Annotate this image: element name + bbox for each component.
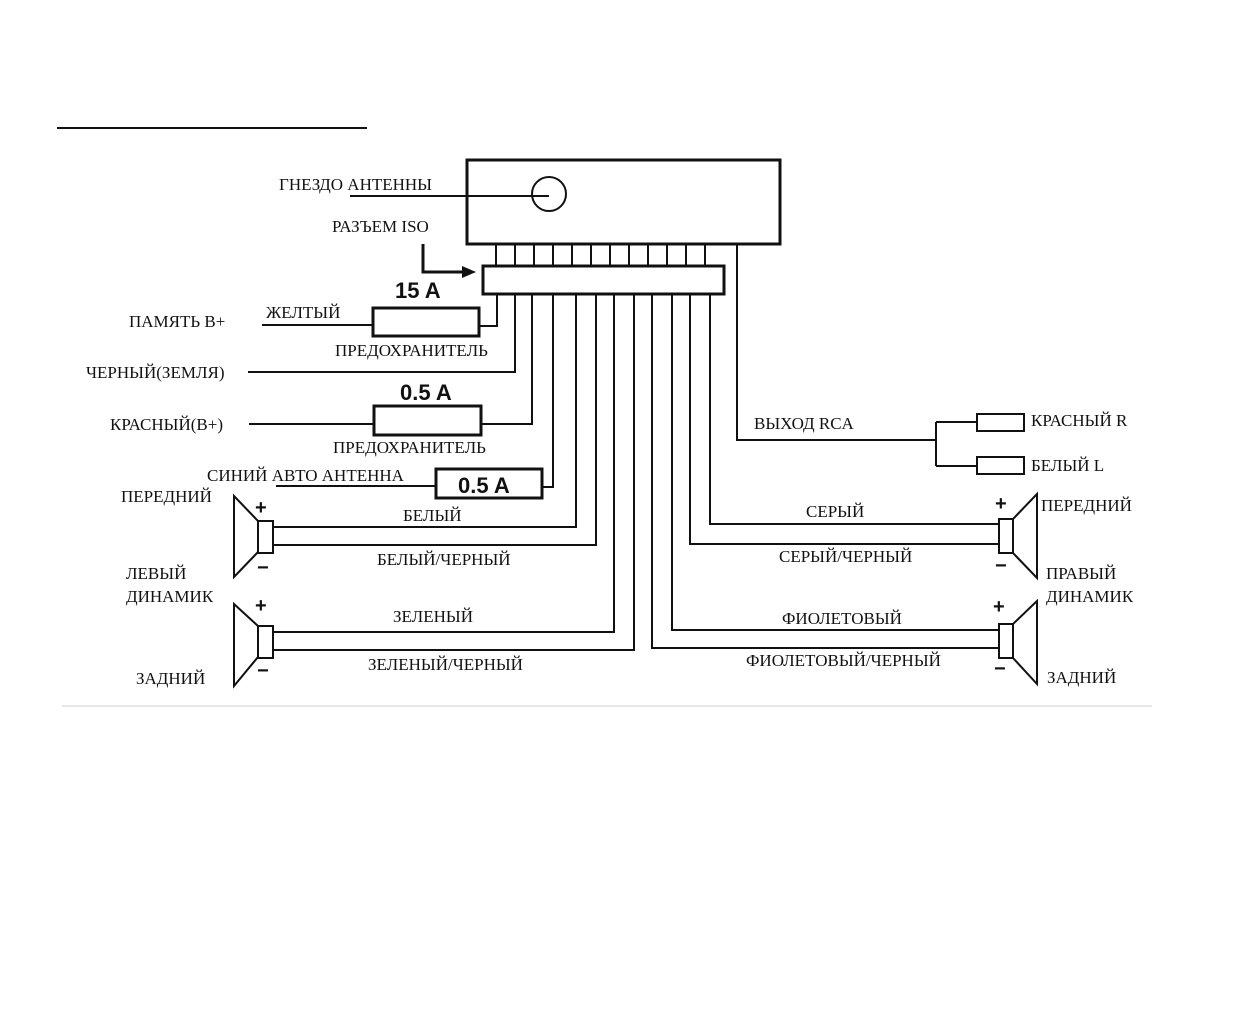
rca-white-label: БЕЛЫЙ L	[1031, 456, 1104, 475]
head-unit	[465, 158, 782, 246]
fuse-05a-blue-label: 0.5 A	[458, 473, 510, 498]
wire-white	[273, 294, 577, 528]
rear-right-minus: −	[994, 658, 1006, 680]
rear-right-label: ЗАДНИЙ	[1047, 668, 1116, 687]
memory-b-label: ПАМЯТЬ В+	[129, 312, 225, 331]
wire-violet-black	[651, 294, 999, 649]
fuse-word-2: ПРЕДОХРАНИТЕЛЬ	[333, 438, 486, 457]
front-right-plus: +	[995, 493, 1007, 515]
wire-green	[273, 294, 615, 633]
fuse-05a-blue	[434, 467, 544, 500]
violet-black-label: ФИОЛЕТОВЫЙ/ЧЕРНЫЙ	[746, 651, 941, 670]
right-speaker-label-1: ПРАВЫЙ	[1046, 564, 1116, 583]
gray-black-label: СЕРЫЙ/ЧЕРНЫЙ	[779, 547, 912, 566]
rca-split	[935, 421, 977, 467]
speaker-front-left-icon	[233, 493, 274, 580]
front-left-plus: +	[255, 497, 267, 519]
front-right-minus: −	[995, 555, 1007, 577]
fuse-05a-red-label: 0.5 A	[400, 380, 452, 405]
fuse-word-1: ПРЕДОХРАНИТЕЛЬ	[335, 341, 488, 360]
right-speaker-label-2: ДИНАМИК	[1046, 587, 1134, 606]
rca-white-plug	[976, 456, 1025, 475]
rear-left-minus: −	[257, 660, 269, 682]
white-label: БЕЛЫЙ	[403, 506, 462, 525]
iso-connector	[481, 264, 726, 296]
wire-gray	[709, 294, 999, 525]
speaker-rear-left-icon	[233, 601, 274, 689]
rear-right-plus: +	[993, 596, 1005, 618]
antenna-jack-icon	[531, 176, 567, 212]
green-black-label: ЗЕЛЕНЫЙ/ЧЕРНЫЙ	[368, 655, 523, 674]
violet-label: ФИОЛЕТОВЫЙ	[782, 609, 902, 628]
yellow-label: ЖЕЛТЫЙ	[266, 303, 340, 322]
wire-white-black	[273, 294, 597, 546]
rca-red-label: КРАСНЫЙ R	[1031, 411, 1128, 430]
fuse-15a	[371, 306, 481, 338]
wire-yellow	[480, 294, 498, 327]
iso-pins	[495, 244, 706, 266]
wire-gray-black	[689, 294, 999, 545]
antenna-jack-label: ГНЕЗДО АНТЕННЫ	[279, 175, 432, 194]
wire-red	[482, 294, 533, 425]
iso-arrow-head-icon	[462, 266, 476, 278]
rca-red-plug	[976, 413, 1025, 432]
speaker-rear-right-icon	[998, 598, 1038, 687]
left-speaker-label-1: ЛЕВЫЙ	[126, 564, 186, 583]
left-speaker-label-2: ДИНАМИК	[126, 587, 214, 606]
wire-blue	[543, 294, 554, 488]
front-right-label: ПЕРЕДНИЙ	[1041, 496, 1132, 515]
white-black-label: БЕЛЫЙ/ЧЕРНЫЙ	[377, 550, 511, 569]
front-left-label: ПЕРЕДНИЙ	[121, 487, 212, 506]
wire-violet	[671, 294, 999, 631]
blue-auto-antenna-label: СИНИЙ АВТО АНТЕННА	[207, 466, 405, 485]
wire-rca	[736, 244, 936, 441]
green-label: ЗЕЛЕНЫЙ	[393, 607, 473, 626]
rear-left-label: ЗАДНИЙ	[136, 669, 205, 688]
black-ground-label: ЧЕРНЫЙ(ЗЕМЛЯ)	[86, 363, 224, 382]
iso-connector-label: РАЗЪЕМ ISO	[332, 217, 429, 236]
red-b-label: КРАСНЫЙ(В+)	[110, 415, 223, 434]
gray-label: СЕРЫЙ	[806, 502, 864, 521]
rca-out-label: ВЫХОД RCA	[754, 414, 855, 433]
speaker-front-right-icon	[998, 491, 1038, 581]
iso-arrow	[421, 244, 466, 274]
wire-green-black	[273, 294, 635, 651]
front-left-minus: −	[257, 557, 269, 579]
fuse-15a-label: 15 A	[395, 278, 441, 303]
rear-left-plus: +	[255, 595, 267, 617]
fuse-05a-red	[372, 404, 483, 437]
wire-black-ground	[248, 294, 516, 373]
